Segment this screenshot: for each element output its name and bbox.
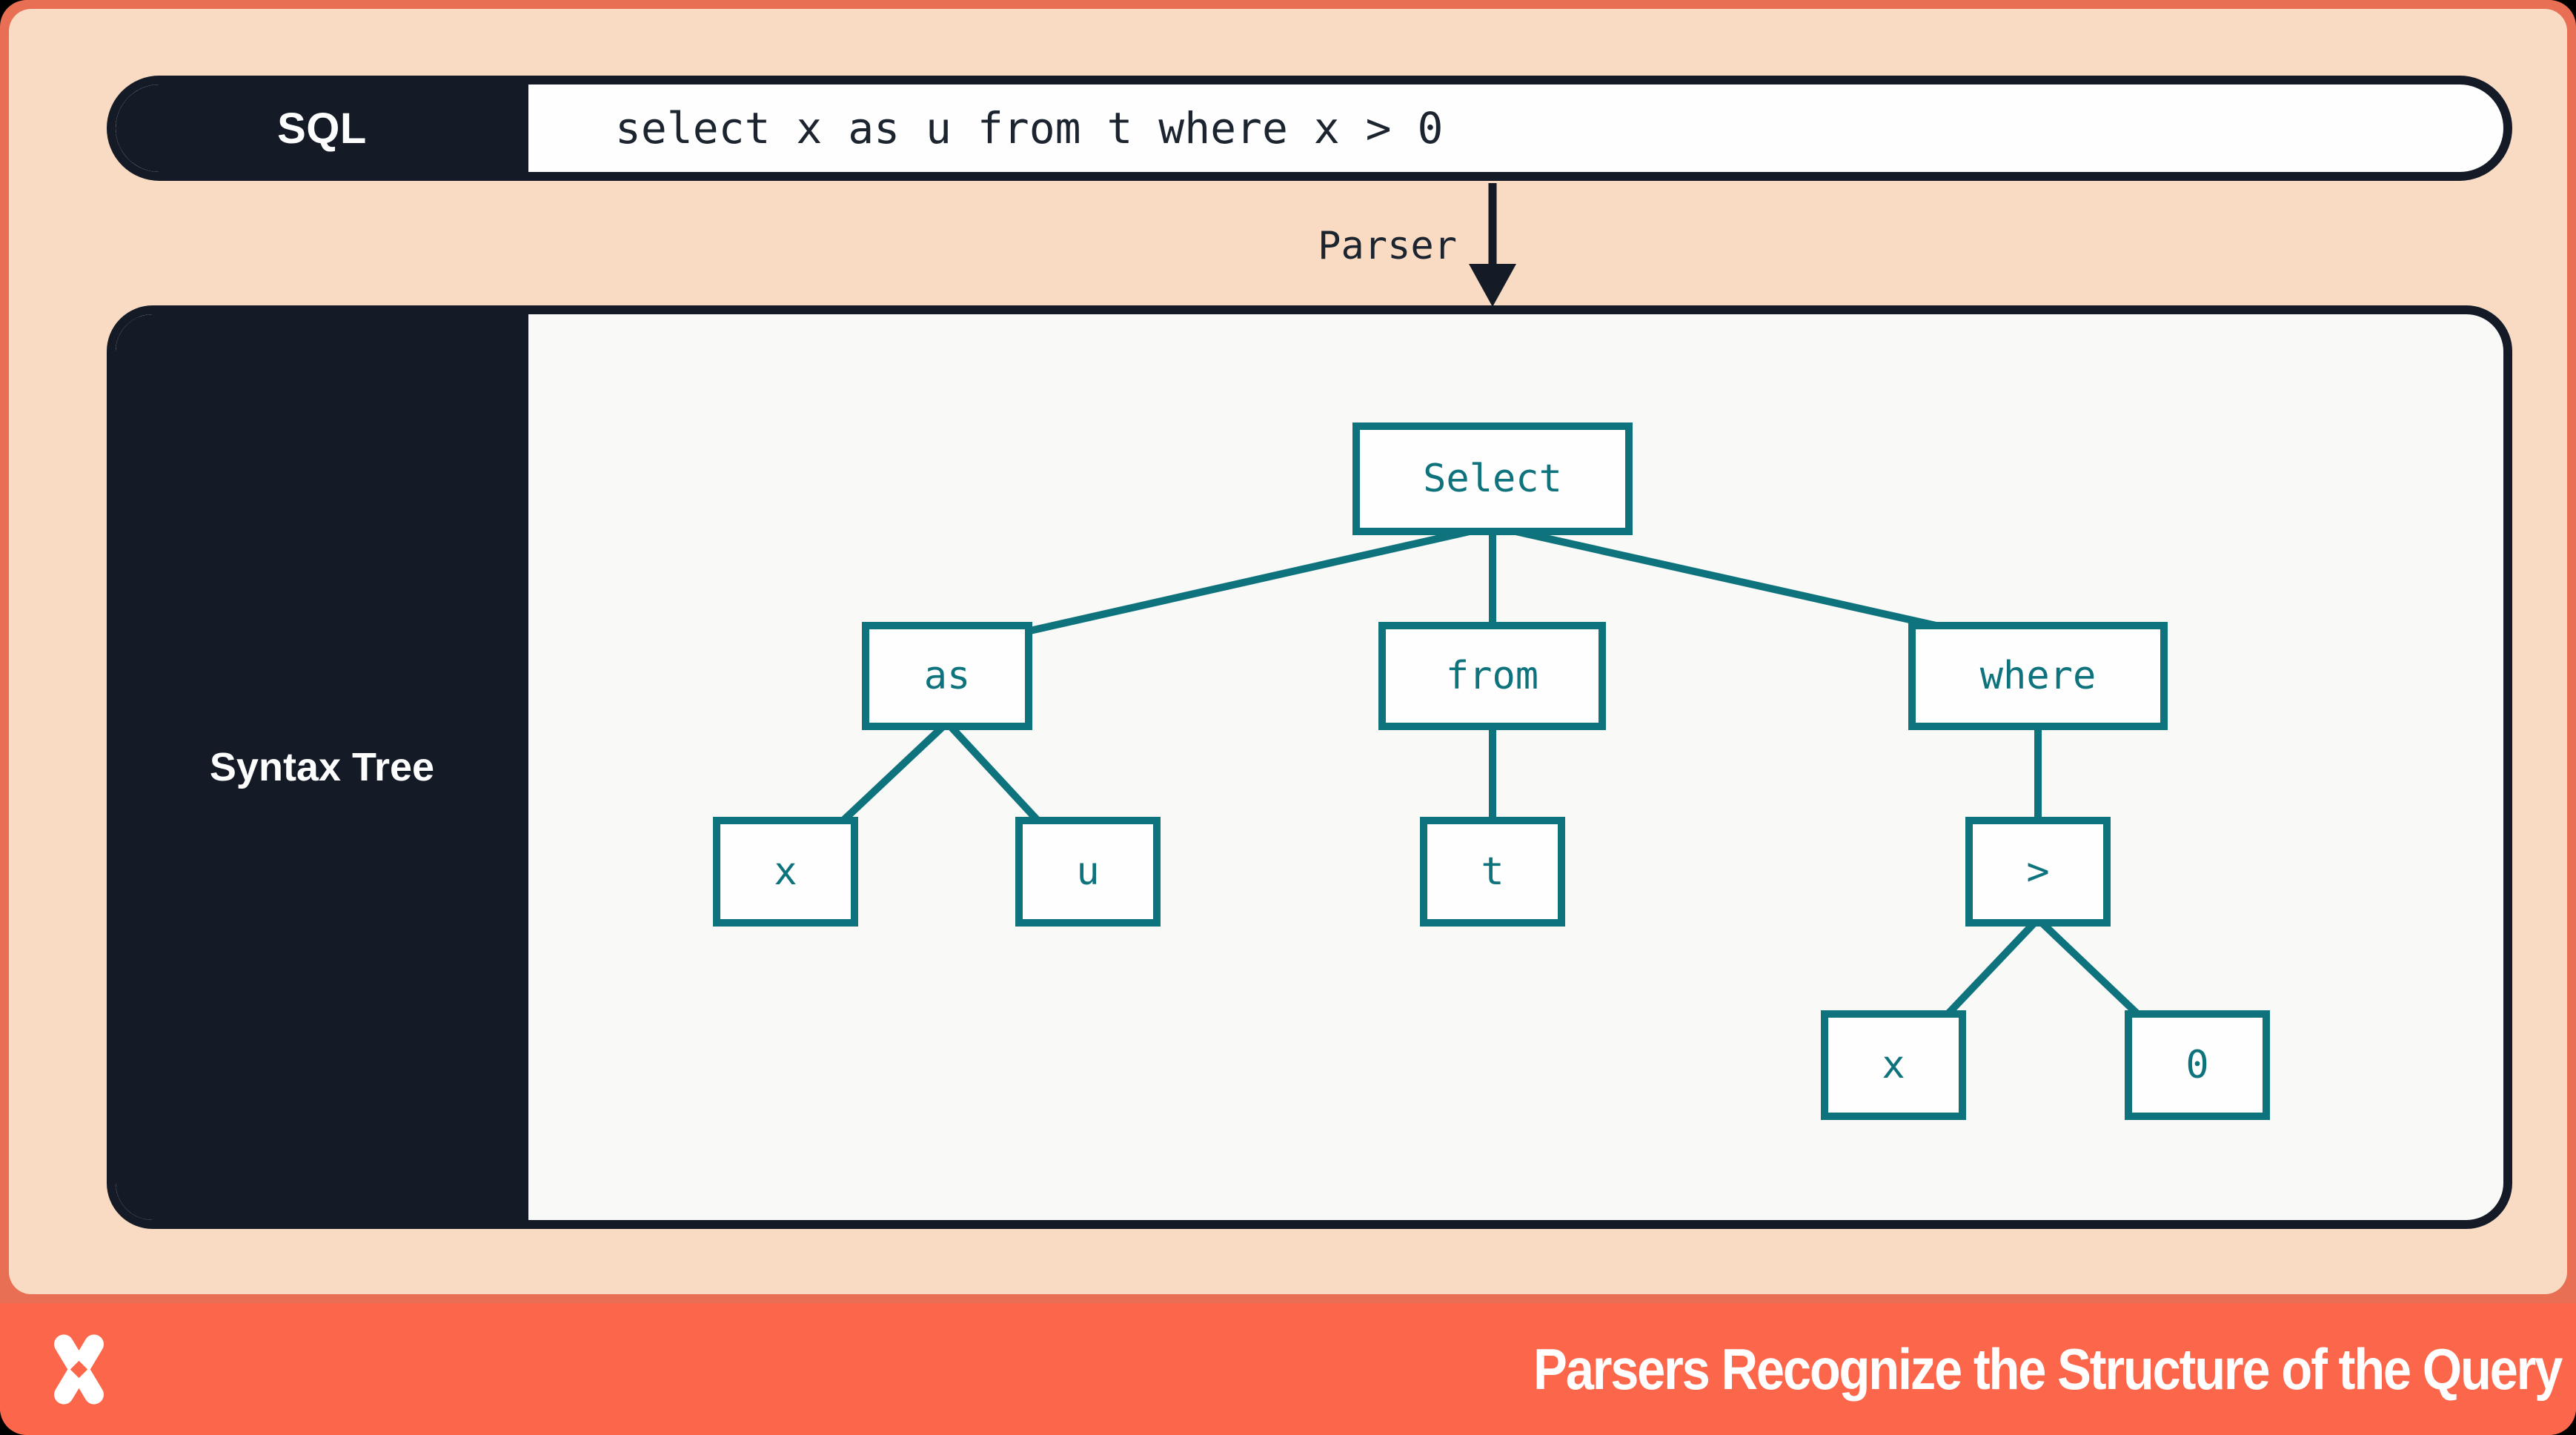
tree-node-x-alias: x — [713, 817, 858, 927]
tree-node-t: t — [1420, 817, 1565, 927]
tree-node-zero: 0 — [2125, 1010, 2270, 1120]
tree-node-from: from — [1378, 622, 1606, 730]
sql-label: SQL — [116, 84, 528, 172]
footer-band: Parsers Recognize the Structure of the Q… — [0, 1303, 2576, 1435]
tree-node-as: as — [862, 622, 1032, 730]
tree-node-gt: > — [1965, 817, 2111, 927]
dolt-logo-icon — [54, 1333, 104, 1405]
parser-label: Parser — [1318, 224, 1457, 268]
footer-title: Parsers Recognize the Structure of the Q… — [1533, 1336, 2563, 1402]
tree-node-where: where — [1908, 622, 2168, 730]
tree-node-u: u — [1015, 817, 1161, 927]
sql-input-pill: SQL select x as u from t where x > 0 — [107, 76, 2512, 181]
syntax-tree-box: Syntax Tree — [107, 305, 2512, 1229]
tree-node-select: Select — [1352, 422, 1633, 535]
tree-node-x-operand: x — [1821, 1010, 1966, 1120]
syntax-tree-label: Syntax Tree — [116, 314, 528, 1220]
sql-query-text: select x as u from t where x > 0 — [615, 103, 1444, 153]
